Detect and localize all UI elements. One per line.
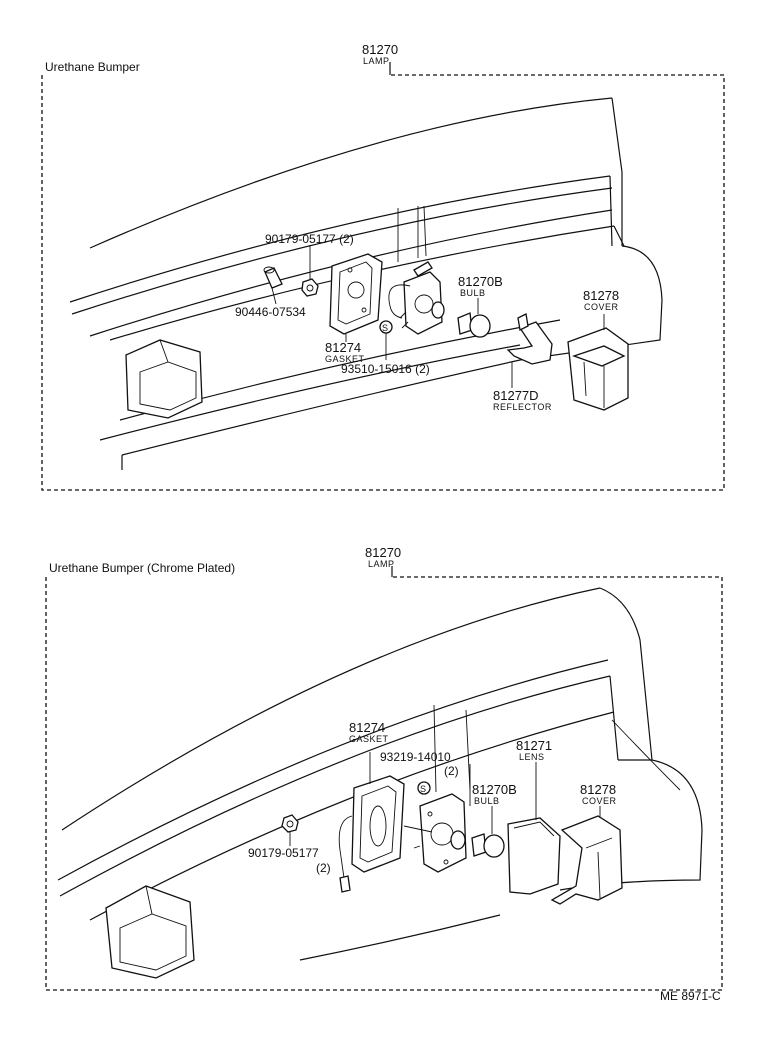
panel-2-side-marker bbox=[105, 885, 195, 979]
panel-2-body-outline bbox=[57, 587, 703, 961]
panel-1-assembly-name: LAMP bbox=[363, 56, 390, 66]
panel-1-label-cover-name: COVER bbox=[584, 302, 619, 312]
reflector-81277d-icon bbox=[506, 313, 553, 365]
screw-s-chrome-marker-letter: S bbox=[420, 784, 426, 794]
panel-2-label-screw-s-qty: (2) bbox=[444, 764, 459, 778]
panel-1-label-reflector-part: 81277D bbox=[493, 388, 539, 403]
panel-2-label-lens-name: LENS bbox=[519, 752, 545, 762]
panel-urethane-bumper: Urethane Bumper 81270 LAMP bbox=[41, 42, 725, 491]
panel-2-label-screw-s: 93219-14010 bbox=[380, 750, 451, 764]
panel-2-label-bulb-part: 81270B bbox=[472, 782, 517, 797]
panel-2-title: Urethane Bumper (Chrome Plated) bbox=[49, 561, 235, 575]
diagram-code: ME 8971-C bbox=[660, 989, 721, 1003]
panel-1-assembly-part: 81270 bbox=[362, 42, 398, 57]
panel-2-label-bulb-name: BULB bbox=[474, 796, 500, 806]
socket-wire-icon bbox=[388, 261, 445, 335]
panel-2-label-nut-qty: (2) bbox=[316, 861, 331, 875]
panel-1-frame bbox=[41, 74, 725, 491]
panel-2-assembly-name: LAMP bbox=[368, 559, 395, 569]
lens-81271-icon bbox=[507, 817, 561, 895]
bulb-81270b-icon bbox=[457, 312, 491, 338]
screw-s-chrome-marker-icon: S bbox=[417, 781, 431, 795]
gasket-81274-chrome-icon bbox=[338, 775, 405, 893]
panel-1-label-cover-part: 81278 bbox=[583, 288, 619, 303]
panel-urethane-bumper-chrome: Urethane Bumper (Chrome Plated) 81270 LA… bbox=[45, 545, 723, 991]
panel-2-label-gasket-name: GASKET bbox=[349, 734, 389, 744]
clip-90446-icon bbox=[263, 266, 283, 289]
panel-1-label-gasket-name: GASKET bbox=[325, 354, 365, 364]
panel-2-frame bbox=[45, 576, 723, 991]
cover-81278-icon bbox=[567, 327, 629, 411]
panel-2-label-cover-part: 81278 bbox=[580, 782, 616, 797]
panel-1-label-clip: 90446-07534 bbox=[235, 305, 306, 319]
screw-s-marker-letter: S bbox=[382, 323, 388, 333]
panel-1-side-marker bbox=[125, 339, 203, 419]
panel-2-label-nut: 90179-05177 bbox=[248, 846, 319, 860]
panel-2-label-gasket-part: 81274 bbox=[349, 720, 385, 735]
panel-2-label-cover-name: COVER bbox=[582, 796, 617, 806]
panel-2-label-lens-part: 81271 bbox=[516, 738, 552, 753]
screw-s-marker-icon: S bbox=[379, 320, 393, 334]
panel-1-label-screw-top: 90179-05177 (2) bbox=[265, 232, 354, 246]
panel-1-label-screw-s: 93510-15016 (2) bbox=[341, 362, 430, 376]
panel-1-label-gasket-part: 81274 bbox=[325, 340, 361, 355]
panel-2-assembly-part: 81270 bbox=[365, 545, 401, 560]
gasket-81274-icon bbox=[329, 253, 383, 335]
socket-chrome-icon bbox=[403, 793, 467, 873]
panel-1-label-bulb-name: BULB bbox=[460, 288, 486, 298]
nut-90179-icon bbox=[301, 278, 319, 297]
bulb-81270b-chrome-icon bbox=[471, 833, 505, 858]
panel-1-label-reflector-name: REFLECTOR bbox=[493, 402, 552, 412]
nut-90179-chrome-icon bbox=[281, 814, 299, 833]
panel-1-title: Urethane Bumper bbox=[45, 60, 140, 74]
panel-1-label-bulb-part: 81270B bbox=[458, 274, 503, 289]
cover-81278-chrome-icon bbox=[550, 815, 623, 905]
